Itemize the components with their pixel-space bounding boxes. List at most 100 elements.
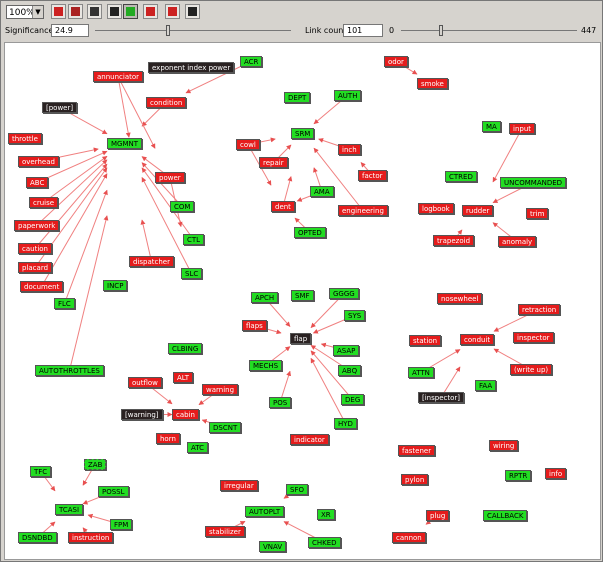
node-plug[interactable]: plug: [426, 510, 450, 521]
node-abq[interactable]: ABQ: [338, 365, 362, 376]
node-input[interactable]: input: [509, 123, 536, 134]
node-smoke[interactable]: smoke: [417, 78, 448, 89]
show-table-button[interactable]: [87, 4, 102, 19]
node-callback[interactable]: CALLBACK: [483, 510, 528, 521]
node-inspector[interactable]: inspector: [513, 332, 554, 343]
node-cruise[interactable]: cruise: [29, 197, 59, 208]
node-cabin[interactable]: cabin: [172, 409, 199, 420]
node-rudder[interactable]: rudder: [462, 205, 494, 216]
node-warning-tag[interactable]: [warning]: [121, 409, 163, 420]
node-abc[interactable]: ABC: [26, 177, 49, 188]
node-placard[interactable]: placard: [18, 262, 53, 273]
node-stabilizer[interactable]: stabilizer: [205, 526, 245, 537]
node-cannon[interactable]: cannon: [392, 532, 426, 543]
node-odor[interactable]: odor: [384, 56, 408, 67]
node-uncommanded[interactable]: UNCOMMANDED: [500, 177, 567, 188]
node-hyd[interactable]: HYD: [334, 418, 357, 429]
node-inch[interactable]: inch: [338, 144, 361, 155]
node-ama[interactable]: AMA: [310, 186, 334, 197]
highlight-button[interactable]: [123, 4, 138, 19]
node-xr[interactable]: XR: [317, 509, 335, 520]
chevron-down-icon[interactable]: ▼: [32, 6, 43, 18]
node-opted[interactable]: OPTED: [294, 227, 326, 238]
node-flc[interactable]: FLC: [54, 298, 75, 309]
node-dsndbd[interactable]: DSNDBD: [18, 532, 57, 543]
node-acr[interactable]: ACR: [240, 56, 263, 67]
node-document[interactable]: document: [20, 281, 64, 292]
node-overhead[interactable]: overhead: [18, 156, 59, 167]
node-srm[interactable]: SRM: [291, 128, 315, 139]
node-indicator[interactable]: indicator: [290, 434, 329, 445]
node-conduit[interactable]: conduit: [460, 334, 495, 345]
node-trapezoid[interactable]: trapezoid: [433, 235, 475, 246]
node-exponent[interactable]: exponent index power: [148, 62, 235, 73]
node-fastener[interactable]: fastener: [398, 445, 436, 456]
node-irregular[interactable]: irregular: [220, 480, 258, 491]
node-pylon[interactable]: pylon: [401, 474, 429, 485]
node-trim[interactable]: trim: [526, 208, 549, 219]
node-caution[interactable]: caution: [18, 243, 52, 254]
node-mechs[interactable]: MECHS: [249, 360, 283, 371]
node-dept[interactable]: DEPT: [284, 92, 311, 103]
node-autothrottles[interactable]: AUTOTHROTTLES: [35, 365, 104, 376]
graph-canvas[interactable]: annunciator exponent index power ACR [power…: [4, 42, 601, 560]
node-cowl[interactable]: cowl: [236, 139, 260, 150]
node-dent[interactable]: dent: [271, 201, 295, 212]
node-throttle[interactable]: throttle: [8, 133, 42, 144]
significance-slider-track[interactable]: [95, 30, 291, 31]
show-matrix-button[interactable]: [107, 4, 122, 19]
node-faa[interactable]: FAA: [475, 380, 497, 391]
link-count-field[interactable]: 101: [343, 24, 383, 37]
node-writeup[interactable]: (write up): [510, 364, 553, 375]
node-power-tag[interactable]: [power]: [42, 102, 78, 113]
node-sys[interactable]: SYS: [344, 310, 366, 321]
node-ctred[interactable]: CTRED: [445, 171, 477, 182]
node-sfo[interactable]: SFO: [286, 484, 308, 495]
node-paperwork[interactable]: paperwork: [14, 220, 60, 231]
node-fpm[interactable]: FPM: [110, 519, 133, 530]
node-zab[interactable]: ZAB: [84, 459, 107, 470]
node-ma[interactable]: MA: [482, 121, 501, 132]
cut-button[interactable]: [185, 4, 200, 19]
copy-graph-button[interactable]: [68, 4, 83, 19]
zoom-select[interactable]: 100% ▼: [6, 5, 44, 19]
node-nosewheel[interactable]: nosewheel: [437, 293, 483, 304]
node-pos[interactable]: POS: [269, 397, 292, 408]
node-repair[interactable]: repair: [259, 157, 288, 168]
node-slc[interactable]: SLC: [181, 268, 203, 279]
node-flap[interactable]: flap: [290, 333, 312, 344]
node-incp[interactable]: INCP: [103, 280, 128, 291]
node-power[interactable]: power: [155, 172, 185, 183]
node-tfc[interactable]: TFC: [30, 466, 52, 477]
node-gggg[interactable]: GGGG: [329, 288, 359, 299]
node-station[interactable]: station: [409, 335, 442, 346]
node-attn[interactable]: ATTN: [408, 367, 434, 378]
layout-button[interactable]: [51, 4, 66, 19]
node-dscnt[interactable]: DSCNT: [209, 422, 242, 433]
link-count-slider-track[interactable]: [401, 30, 577, 31]
target-button[interactable]: [165, 4, 180, 19]
node-atc[interactable]: ATC: [187, 442, 208, 453]
filter-button[interactable]: [143, 4, 158, 19]
node-clbing[interactable]: CLBING: [168, 343, 203, 354]
node-apch[interactable]: APCH: [251, 292, 279, 303]
node-mgmnt[interactable]: MGMNT: [107, 138, 143, 149]
node-autoplt[interactable]: AUTOPLT: [245, 506, 285, 517]
node-anomaly[interactable]: anomaly: [498, 236, 537, 247]
node-horn[interactable]: horn: [156, 433, 180, 444]
node-condition[interactable]: condition: [146, 97, 187, 108]
node-outflow[interactable]: outflow: [128, 377, 162, 388]
node-alt[interactable]: ALT: [173, 372, 194, 383]
node-factor[interactable]: factor: [358, 170, 387, 181]
significance-field[interactable]: 24.9: [51, 24, 89, 37]
node-inspector-tag[interactable]: [inspector]: [418, 392, 464, 403]
node-flaps[interactable]: flaps: [242, 320, 267, 331]
link-count-slider-thumb[interactable]: [439, 25, 443, 36]
node-tcas[interactable]: TCASI: [55, 504, 84, 515]
node-dispatcher[interactable]: dispatcher: [129, 256, 174, 267]
node-info[interactable]: info: [545, 468, 567, 479]
node-deg[interactable]: DEG: [341, 394, 365, 405]
node-com[interactable]: COM: [170, 201, 195, 212]
node-logbook[interactable]: logbook: [418, 203, 454, 214]
node-annunciator[interactable]: annunciator: [93, 71, 144, 82]
